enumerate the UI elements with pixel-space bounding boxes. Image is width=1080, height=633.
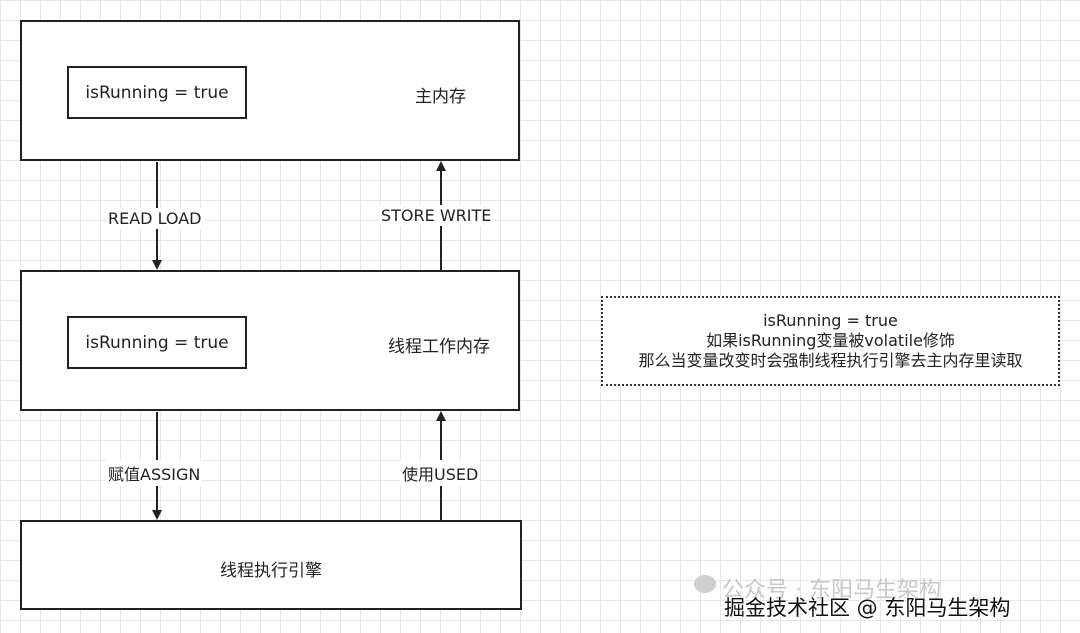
volatile-note: isRunning = true 如果isRunning变量被volatile修… <box>601 296 1060 386</box>
note-line-1: isRunning = true <box>763 311 898 330</box>
watermark-faint: 公众号 · 东阳马生架构 <box>722 578 941 603</box>
working-memory-label: 线程工作内存 <box>388 337 490 357</box>
assign-label: 赋值ASSIGN <box>106 460 203 486</box>
store-write-label: STORE WRITE <box>379 205 494 226</box>
execution-engine-box: 线程执行引擎 <box>20 520 522 610</box>
note-line-3: 那么当变量改变时会强制线程执行引擎去主内存里读取 <box>638 351 1023 370</box>
main-memory-label: 主内存 <box>415 87 466 107</box>
used-label: 使用USED <box>400 460 481 486</box>
watermark-main: 掘金技术社区 @ 东阳马生架构 <box>724 596 1011 620</box>
main-memory-variable: isRunning = true <box>67 66 247 119</box>
read-load-label: READ LOAD <box>106 208 204 229</box>
note-line-2: 如果isRunning变量被volatile修饰 <box>706 331 955 350</box>
wechat-icon <box>694 575 716 593</box>
execution-engine-label: 线程执行引擎 <box>220 561 322 581</box>
working-memory-variable: isRunning = true <box>67 316 247 369</box>
working-memory-box: isRunning = true 线程工作内存 <box>20 270 520 411</box>
main-memory-box: isRunning = true 主内存 <box>20 20 520 161</box>
